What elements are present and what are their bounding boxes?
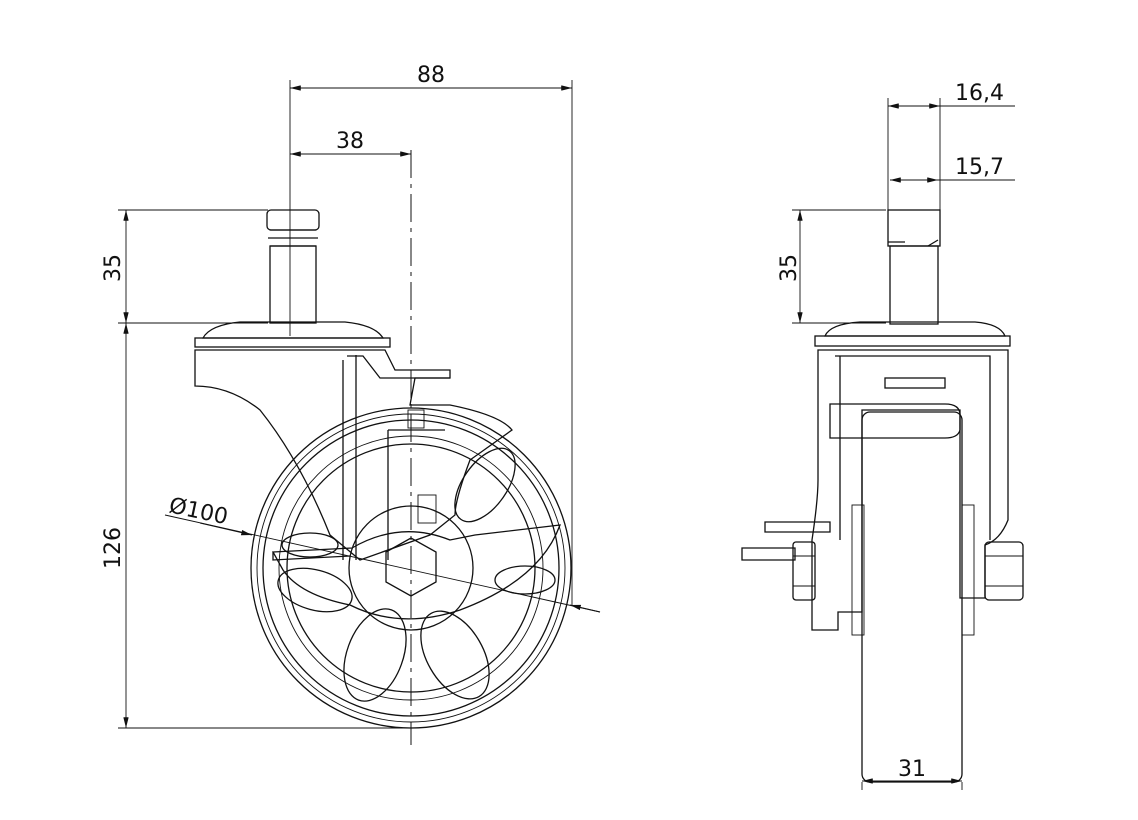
dimension-stem-diameter-a: 16,4 xyxy=(887,81,1015,210)
fork xyxy=(194,349,513,561)
side-wheel xyxy=(861,411,963,783)
wheel-spokes xyxy=(277,447,556,702)
dim-16-4-label: 16,4 xyxy=(955,81,1004,106)
side-stem xyxy=(887,209,941,325)
dimension-overall-height: 126 xyxy=(101,323,411,729)
side-axle-nut xyxy=(792,541,1024,601)
dim-35-front-label: 35 xyxy=(101,254,126,282)
dim-88-label: 88 xyxy=(417,63,445,88)
dimension-side-stem-height: 35 xyxy=(777,209,886,324)
dim-15-7-label: 15,7 xyxy=(955,155,1004,180)
dim-126-label: 126 xyxy=(101,527,126,569)
dim-diameter-label: Ø100 xyxy=(167,493,230,530)
top-plate xyxy=(194,321,391,348)
side-fork xyxy=(811,349,1009,631)
dimension-stem-offset: 38 xyxy=(290,129,411,157)
side-top-plate xyxy=(824,321,1006,337)
brake-pedal xyxy=(271,524,561,620)
dim-35-side-label: 35 xyxy=(777,254,802,282)
side-view: 16,4 15,7 35 31 xyxy=(741,81,1024,790)
front-view: 88 38 35 126 Ø100 xyxy=(101,63,601,745)
dimension-stem-height: 35 xyxy=(101,209,268,324)
dim-38-label: 38 xyxy=(336,129,364,154)
dimension-stem-diameter-b: 15,7 xyxy=(890,155,1015,183)
dimension-wheel-width: 31 xyxy=(861,757,963,790)
side-brake-lever xyxy=(741,521,831,561)
dim-31-label: 31 xyxy=(898,757,926,782)
dimension-wheel-diameter: Ø100 xyxy=(164,493,601,613)
dimension-overall-width: 88 xyxy=(290,63,572,91)
stem xyxy=(266,209,320,324)
